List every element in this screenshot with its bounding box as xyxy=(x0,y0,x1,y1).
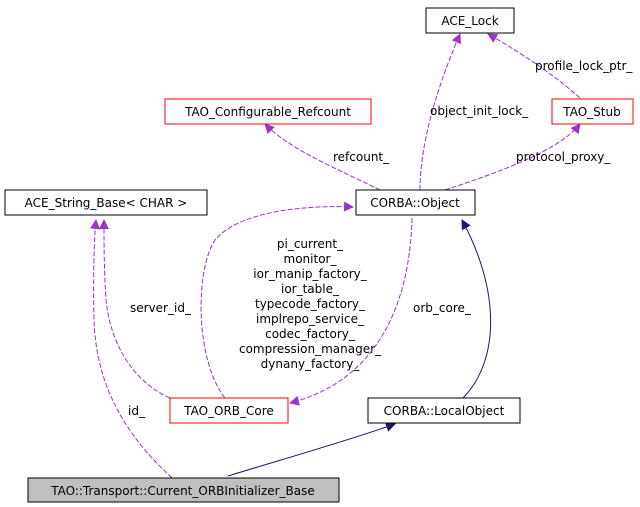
edge-profile-lock-ptr xyxy=(487,33,581,99)
member-label: compression_manager_ xyxy=(239,342,382,356)
edge-label-protocol-proxy: protocol_proxy_ xyxy=(516,150,611,164)
edge-server-id xyxy=(99,219,171,399)
edge-refcount xyxy=(264,123,381,191)
node-label: ACE_String_Base< CHAR > xyxy=(25,196,188,210)
edge-label-orb-core-members: pi_current_ monitor_ ior_manip_factory_ … xyxy=(239,237,382,371)
member-label: typecode_factory_ xyxy=(255,297,366,311)
edge-label-object-init-lock: object_init_lock_ xyxy=(430,104,529,118)
edge-id xyxy=(90,219,173,479)
node-label: TAO_Configurable_Refcount xyxy=(184,105,351,119)
member-label: ior_manip_factory_ xyxy=(253,267,367,281)
node-tao-orb-core[interactable]: TAO_ORB_Core xyxy=(169,397,289,424)
edge-label-orb-core: orb_core_ xyxy=(413,301,472,315)
node-label: CORBA::Object xyxy=(370,196,460,210)
edge-label-refcount: refcount_ xyxy=(333,150,390,164)
member-label: implrepo_service_ xyxy=(256,312,365,326)
node-ace-lock[interactable]: ACE_Lock xyxy=(425,7,515,34)
node-label: CORBA::LocalObject xyxy=(384,404,505,418)
edge-inherit-initializer-localobject xyxy=(227,422,396,477)
member-label: monitor_ xyxy=(284,252,338,266)
node-label: TAO_Stub xyxy=(562,105,620,119)
edge-label-id: id_ xyxy=(128,404,146,418)
edge-object-init-lock xyxy=(419,33,461,191)
edge-orb-core-members xyxy=(200,201,354,399)
edge-inherit-localobject-object xyxy=(461,219,492,399)
node-tao-configurable-refcount[interactable]: TAO_Configurable_Refcount xyxy=(164,98,372,125)
member-label: dynany_factory_ xyxy=(261,357,361,371)
node-tao-stub[interactable]: TAO_Stub xyxy=(551,98,634,125)
edge-protocol-proxy xyxy=(444,123,581,191)
node-corba-object[interactable]: CORBA::Object xyxy=(355,189,476,216)
node-label: TAO_ORB_Core xyxy=(183,404,274,418)
node-ace-string-base[interactable]: ACE_String_Base< CHAR > xyxy=(4,189,208,216)
node-label: ACE_Lock xyxy=(441,14,498,28)
node-corba-localobject[interactable]: CORBA::LocalObject xyxy=(367,397,521,424)
edge-label-profile-lock-ptr: profile_lock_ptr_ xyxy=(535,59,633,73)
member-label: ior_table_ xyxy=(281,282,340,296)
edge-orb-core xyxy=(289,217,413,406)
node-current-orbinitializer-base: TAO::Transport::Current_ORBInitializer_B… xyxy=(27,477,340,503)
node-label: TAO::Transport::Current_ORBInitializer_B… xyxy=(50,484,315,498)
member-label: codec_factory_ xyxy=(265,327,356,341)
member-label: pi_current_ xyxy=(277,237,344,251)
edge-label-server-id: server_id_ xyxy=(130,301,192,315)
